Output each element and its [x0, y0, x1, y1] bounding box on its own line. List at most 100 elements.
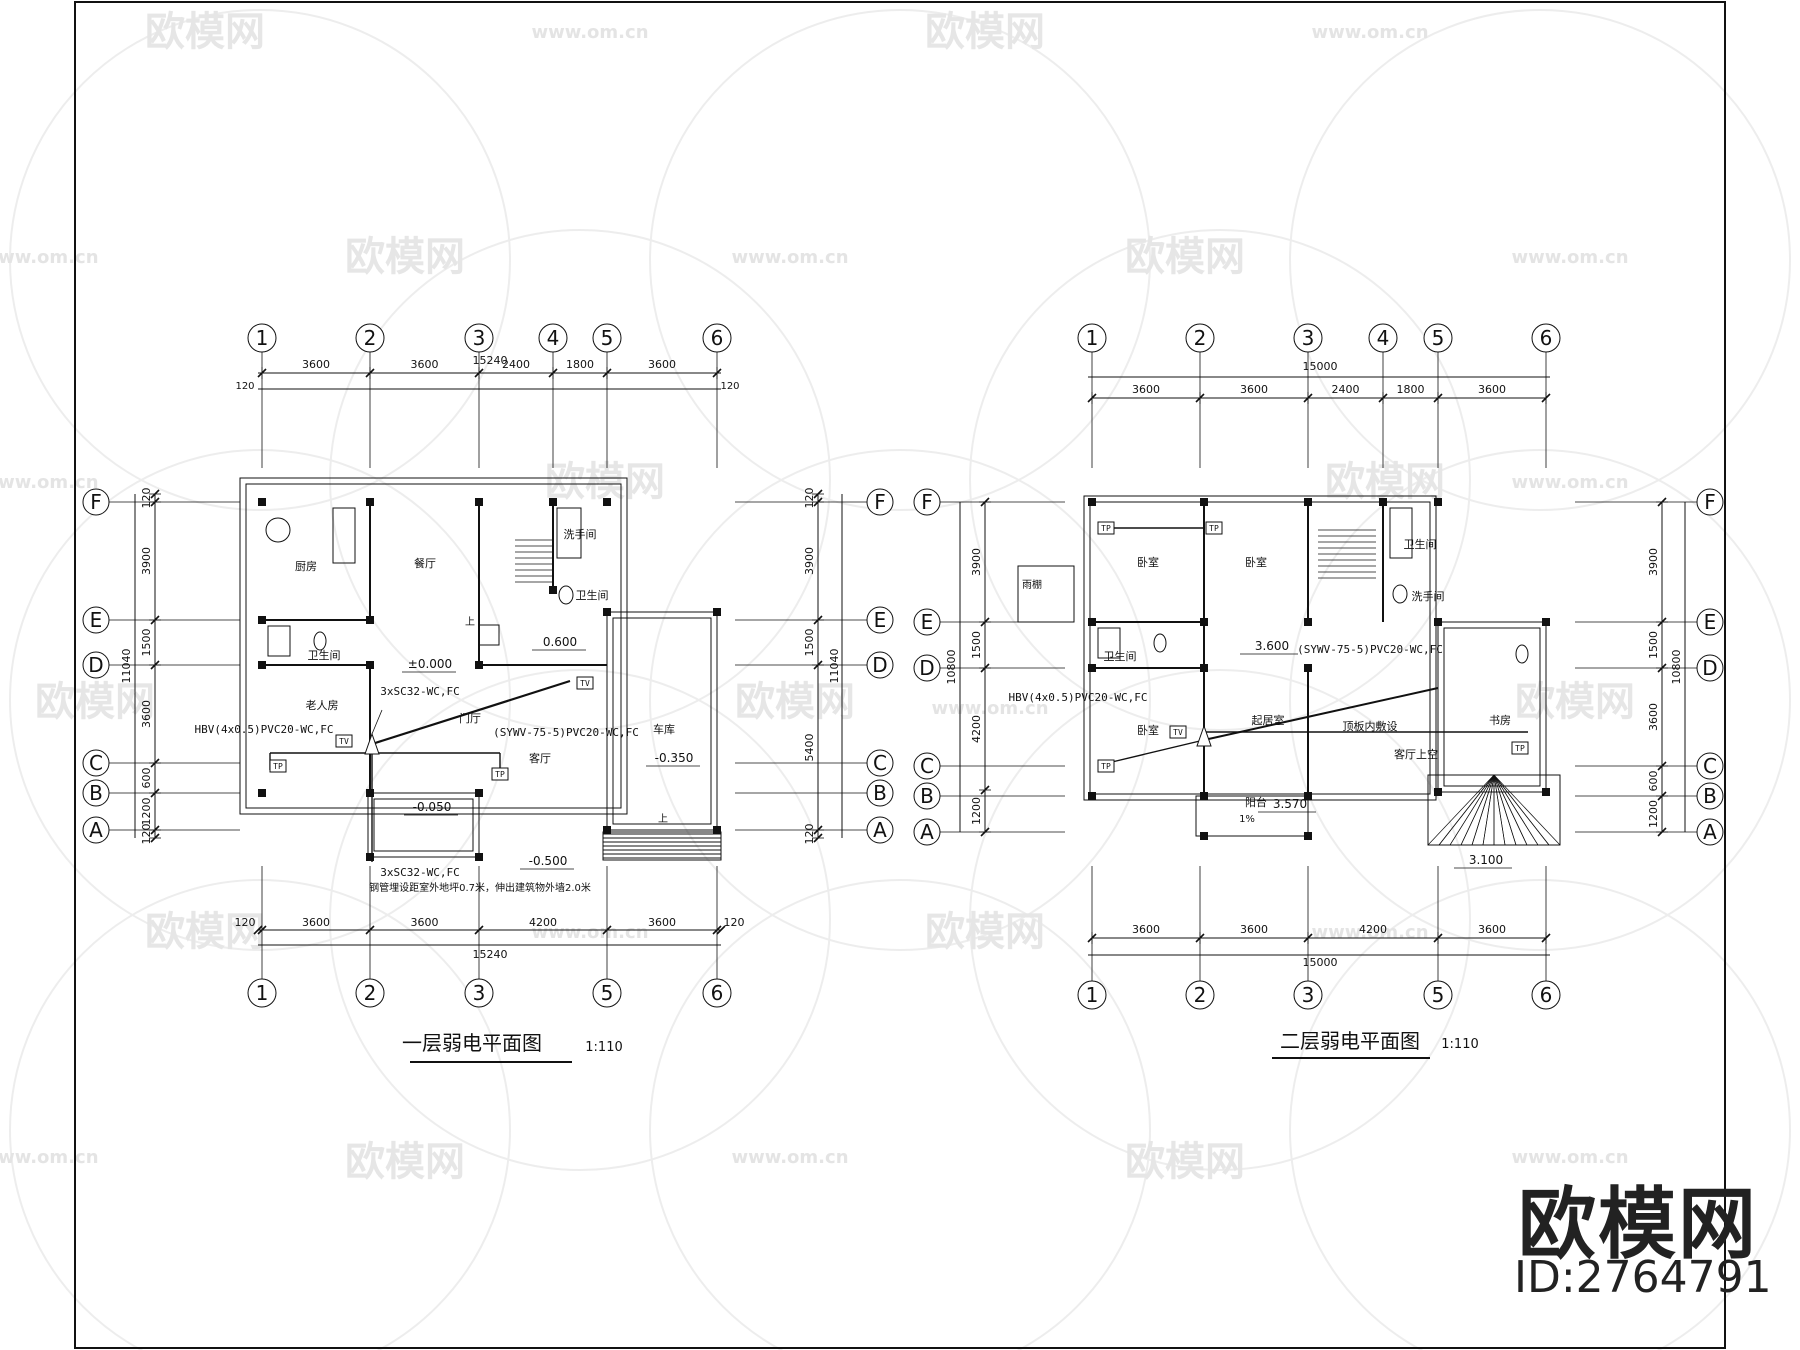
axis-left-B: B [920, 784, 934, 808]
column [1434, 788, 1442, 796]
level-mark: 3.570 [1273, 797, 1307, 811]
column [603, 498, 611, 506]
column [1200, 792, 1208, 800]
wc-fixture [1389, 507, 1413, 559]
watermark-url: www.om.cn [731, 247, 848, 268]
dim-bottom-value: 3600 [302, 916, 330, 929]
axis-left-D: D [88, 653, 103, 677]
cable-note: 钢管埋设距室外地坪0.7米，伸出建筑物外墙2.0米 [369, 881, 591, 894]
watermark-logo: 欧模网 [925, 909, 1045, 955]
room-label: 洗手间 [564, 527, 597, 541]
phone-outlet: TP [1515, 744, 1525, 753]
axis-right-A: A [873, 818, 887, 842]
cable-spec: HBV(4x0.5)PVC20-WC,FC [194, 723, 333, 736]
watermark-url: www.om.cn [531, 922, 648, 943]
dim-left-value: 600 [140, 768, 153, 789]
axis-right-C: C [1703, 754, 1717, 778]
axis-left-A: A [89, 818, 103, 842]
axis-top-5: 5 [1432, 326, 1445, 350]
axis-top-3: 3 [473, 326, 486, 350]
column [258, 789, 266, 797]
brand-stamp-id: ID:2764791 [1514, 1252, 1772, 1303]
axis-left-E: E [90, 608, 103, 632]
cable-run [371, 679, 571, 746]
column [475, 661, 483, 669]
axis-bottom-3: 3 [1302, 983, 1315, 1007]
stair-up-label: 上 [465, 616, 475, 628]
axis-left-C: C [920, 754, 934, 778]
room-label: 餐厅 [414, 556, 436, 570]
watermark-logo: 欧模网 [145, 9, 265, 55]
phone-outlet-box [1205, 521, 1223, 535]
wc-fixtures [556, 507, 582, 559]
dim-bottom-value: 3600 [1478, 923, 1506, 936]
canopy-label: 雨棚 [1022, 578, 1042, 591]
roof-hatch-line [1493, 774, 1539, 846]
watermark-logo: 欧模网 [545, 459, 665, 505]
watermark-logo: 欧模网 [1125, 1139, 1245, 1185]
dim-bottom-value: 4200 [1359, 923, 1387, 936]
watermark-arc [1289, 879, 1791, 1350]
column [1434, 498, 1442, 506]
watermark-logo: 欧模网 [1125, 234, 1245, 280]
column [713, 608, 721, 616]
axis-right-F: F [874, 490, 886, 514]
column [549, 498, 557, 506]
phone-outlet-box [491, 767, 509, 781]
garage-steps [602, 831, 722, 861]
dim-top-value: 1800 [1397, 383, 1425, 396]
room-label: 卫生间 [1404, 537, 1437, 551]
column [258, 616, 266, 624]
level-mark: -0.050 [413, 800, 452, 814]
outer-wall [1083, 495, 1437, 801]
axis-top-6: 6 [1540, 326, 1553, 350]
toilet [1515, 644, 1529, 664]
phone-outlet-box [269, 759, 287, 773]
axis-left-B: B [89, 781, 103, 805]
column [475, 498, 483, 506]
leader [371, 709, 383, 735]
outer-wall-inner [239, 477, 628, 815]
toilet-bath [267, 625, 291, 657]
column [1088, 618, 1096, 626]
canopy [1017, 565, 1075, 623]
column [258, 661, 266, 669]
roof-hatch-line [1493, 774, 1517, 846]
roof-hatch-line [1438, 774, 1495, 846]
dim-top-value: 3600 [1240, 383, 1268, 396]
dim-right-total: 10800 [1670, 650, 1683, 685]
dim-bottom-value: 120 [235, 916, 256, 929]
axis-bottom-6: 6 [711, 981, 724, 1005]
roof-hatch-line [1427, 774, 1495, 846]
level-mark: 0.600 [543, 635, 577, 649]
dim-right-value: 3600 [1647, 703, 1660, 731]
plan-scale: 1:110 [585, 1040, 622, 1055]
axis-top-3: 3 [1302, 326, 1315, 350]
level-mark: ±0.000 [408, 657, 452, 671]
axis-left-A: A [920, 820, 934, 844]
column [1304, 498, 1312, 506]
dim-tick [716, 925, 726, 935]
watermark-url: www.om.cn [931, 698, 1048, 719]
watermark-url: www.om.cn [0, 1147, 99, 1168]
room-label: 厨房 [295, 560, 317, 573]
dim-right-value: 1500 [1647, 631, 1660, 659]
dim-left-value: 3900 [970, 548, 983, 576]
watermark-logo: 欧模网 [1515, 679, 1635, 725]
watermark-arc [649, 449, 1151, 951]
dim-top-total: 15240 [473, 354, 508, 367]
column [366, 853, 374, 861]
roof-hatch-line [1449, 774, 1495, 846]
watermark-arc [329, 229, 831, 731]
cable-spec: (SYWV-75-5)PVC20-WC,FC [1297, 643, 1443, 656]
dim-right-total: 11040 [828, 649, 841, 684]
conduit-note: 顶板内敷设 [1343, 719, 1398, 733]
stair-landing [478, 624, 500, 646]
dim-top-total: 15000 [1303, 360, 1338, 373]
dim-tick [474, 925, 484, 935]
column [713, 826, 721, 834]
watermark-url: www.om.cn [1511, 472, 1628, 493]
room-label: 卫生间 [1104, 649, 1137, 663]
room-label: 洗手间 [1412, 589, 1445, 603]
